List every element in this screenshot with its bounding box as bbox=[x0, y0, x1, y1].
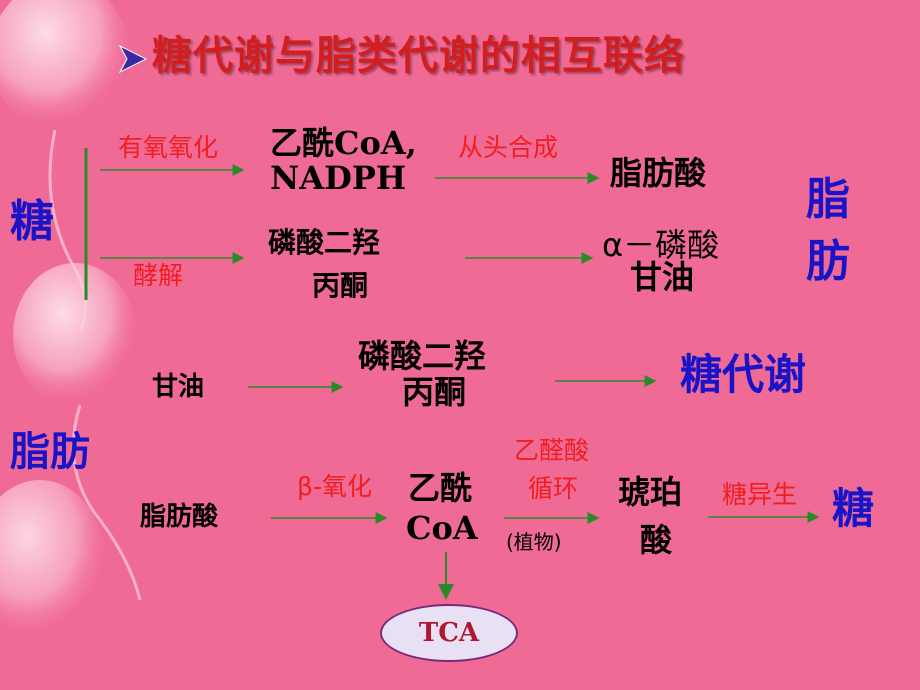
plant-note: (植物) bbox=[506, 530, 562, 554]
sugar-label-right: 糖 bbox=[832, 484, 875, 533]
acetyl-coa-label: 乙酰CoA, bbox=[270, 124, 417, 162]
sugar-metabolism-label: 糖代谢 bbox=[680, 350, 807, 399]
glycolysis-label: 酵解 bbox=[133, 261, 184, 290]
succinate-line2: 酸 bbox=[640, 521, 673, 559]
glycerol-label: 甘油 bbox=[152, 372, 205, 402]
page-title: 糖代谢与脂类代谢的相互联络 bbox=[152, 33, 685, 79]
alpha-glycerophosphate-line1: α－磷酸 bbox=[602, 226, 720, 264]
dhap-top-line2: 丙酮 bbox=[312, 269, 369, 302]
sugar-label-left: 糖 bbox=[10, 196, 54, 247]
acetyl-coa-line2: CoA bbox=[406, 509, 478, 547]
arrow-bullet-icon bbox=[118, 44, 148, 74]
succinate-line1: 琥珀 bbox=[618, 473, 683, 511]
tca-cycle-oval: TCA bbox=[380, 604, 518, 662]
fatty-acid-top: 脂肪酸 bbox=[610, 154, 707, 192]
acetyl-line1: 乙酰 bbox=[408, 469, 473, 507]
beta-oxidation-label: β-氧化 bbox=[297, 472, 372, 501]
fatty-acid-bottom: 脂肪酸 bbox=[140, 502, 219, 532]
alpha-glycerophosphate-line2: 甘油 bbox=[630, 258, 695, 296]
glyoxylate-cycle-line2: 循环 bbox=[528, 474, 579, 503]
gluconeogenesis-label: 糖异生 bbox=[722, 480, 798, 509]
fat-label-right-2: 肪 bbox=[806, 236, 850, 287]
glyoxylate-cycle-line1: 乙醛酸 bbox=[514, 436, 590, 465]
nadph-label: NADPH bbox=[270, 159, 407, 197]
fat-label-right-1: 脂 bbox=[806, 174, 850, 225]
de-novo-synthesis-label: 从头合成 bbox=[458, 133, 559, 162]
dhap-top-line1: 磷酸二羟 bbox=[268, 226, 381, 259]
fat-label-left: 脂肪 bbox=[10, 429, 90, 475]
dhap-mid-line1: 磷酸二羟 bbox=[358, 337, 487, 375]
aerobic-oxidation-label: 有氧氧化 bbox=[118, 133, 219, 162]
tca-label: TCA bbox=[418, 618, 480, 648]
dhap-mid-line2: 丙酮 bbox=[402, 373, 467, 411]
